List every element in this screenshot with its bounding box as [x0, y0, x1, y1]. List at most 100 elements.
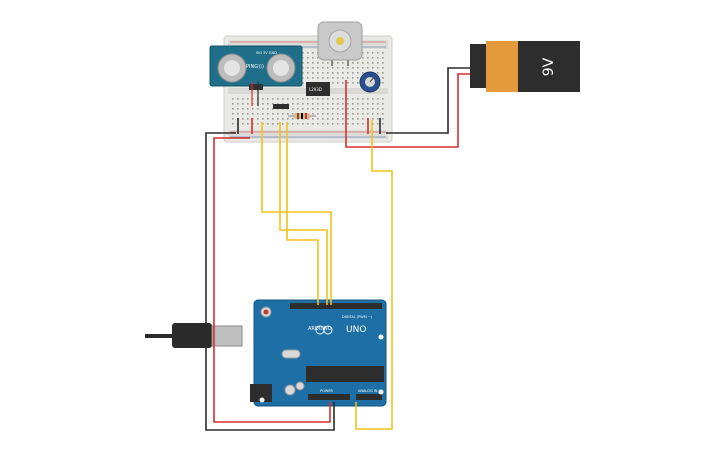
breadboard-hole [277, 123, 279, 125]
breadboard-hole [267, 113, 269, 115]
breadboard-hole [307, 103, 309, 105]
power-header[interactable] [308, 394, 350, 400]
breadboard-hole [362, 113, 364, 115]
power-jack[interactable] [250, 384, 272, 402]
breadboard-hole [332, 67, 334, 69]
breadboard-hole [327, 62, 329, 64]
battery-9v[interactable]: 9V [470, 41, 580, 92]
breadboard-hole [242, 118, 244, 120]
breadboard-hole [247, 108, 249, 110]
wire-black-gnd [205, 132, 335, 431]
breadboard-hole [257, 108, 259, 110]
arduino-model: UNO [346, 325, 366, 335]
breadboard-hole [352, 98, 354, 100]
breadboard-hole [247, 98, 249, 100]
breadboard-hole [242, 113, 244, 115]
breadboard-hole [377, 67, 379, 69]
breadboard-hole [292, 98, 294, 100]
breadboard-hole [377, 52, 379, 54]
breadboard-hole [272, 103, 274, 105]
breadboard-hole [272, 118, 274, 120]
breadboard-hole [382, 52, 384, 54]
breadboard-hole [262, 113, 264, 115]
breadboard-hole [282, 123, 284, 125]
breadboard-hole [242, 108, 244, 110]
breadboard-hole [247, 118, 249, 120]
breadboard-hole [307, 62, 309, 64]
breadboard-hole [372, 67, 374, 69]
driver-chip[interactable]: L293D [306, 82, 330, 96]
breadboard-hole [367, 67, 369, 69]
transistor[interactable] [273, 104, 289, 109]
breadboard-hole [362, 108, 364, 110]
breadboard-hole [312, 67, 314, 69]
breadboard-hole [282, 103, 284, 105]
breadboard-hole [377, 57, 379, 59]
arduino-uno[interactable]: ARDUINO UNO DIGITAL (PWM ~) POWER ANALOG… [250, 299, 387, 407]
breadboard-hole [327, 118, 329, 120]
breadboard-hole [347, 108, 349, 110]
breadboard-hole [352, 123, 354, 125]
breadboard-hole [382, 123, 384, 125]
dc-motor[interactable] [317, 21, 363, 66]
breadboard-hole [367, 52, 369, 54]
breadboard-hole [262, 98, 264, 100]
usb-cable[interactable] [145, 323, 243, 348]
breadboard-hole [237, 98, 239, 100]
breadboard-hole [357, 123, 359, 125]
sensor-label: PING))) [246, 64, 264, 70]
breadboard-hole [342, 77, 344, 79]
analog-header[interactable] [356, 394, 382, 400]
breadboard-hole [357, 77, 359, 79]
breadboard-hole [382, 77, 384, 79]
wire-yellow-pot [355, 120, 393, 430]
breadboard-hole [352, 72, 354, 74]
breadboard-hole [332, 103, 334, 105]
mount-hole-icon [378, 389, 384, 395]
breadboard-hole [342, 67, 344, 69]
breadboard-hole [382, 67, 384, 69]
breadboard-hole [347, 77, 349, 79]
breadboard-hole [342, 123, 344, 125]
breadboard-hole [277, 118, 279, 120]
breadboard-hole [307, 67, 309, 69]
breadboard-hole [312, 113, 314, 115]
breadboard-hole [312, 62, 314, 64]
breadboard-hole [307, 57, 309, 59]
breadboard-hole [342, 103, 344, 105]
breadboard-hole [252, 113, 254, 115]
breadboard-hole [357, 98, 359, 100]
breadboard-hole [267, 123, 269, 125]
breadboard-hole [352, 118, 354, 120]
breadboard-hole [317, 72, 319, 74]
breadboard-hole [307, 108, 309, 110]
breadboard-hole [357, 118, 359, 120]
breadboard-hole [362, 62, 364, 64]
breadboard-hole [262, 103, 264, 105]
breadboard-hole [372, 52, 374, 54]
wires[interactable] [205, 67, 470, 431]
breadboard-hole [272, 113, 274, 115]
breadboard-hole [377, 118, 379, 120]
wire-yellow-3 [286, 122, 319, 305]
breadboard-hole [297, 123, 299, 125]
digital-header[interactable] [290, 303, 382, 309]
breadboard-hole [332, 72, 334, 74]
breadboard-hole [372, 108, 374, 110]
breadboard-hole [322, 103, 324, 105]
breadboard-hole [327, 123, 329, 125]
ultrasonic-sensor[interactable]: PING))) SIG 5V GND [209, 45, 303, 90]
breadboard-hole [312, 57, 314, 59]
breadboard-hole [382, 72, 384, 74]
breadboard-hole [322, 72, 324, 74]
breadboard-hole [327, 98, 329, 100]
breadboard-hole [352, 77, 354, 79]
breadboard-hole [237, 113, 239, 115]
breadboard-hole [347, 67, 349, 69]
breadboard-hole [322, 108, 324, 110]
breadboard-hole [307, 98, 309, 100]
resistor[interactable] [288, 113, 316, 119]
breadboard-hole [322, 118, 324, 120]
potentiometer[interactable] [359, 71, 381, 93]
battery-label: 9V [541, 57, 557, 76]
